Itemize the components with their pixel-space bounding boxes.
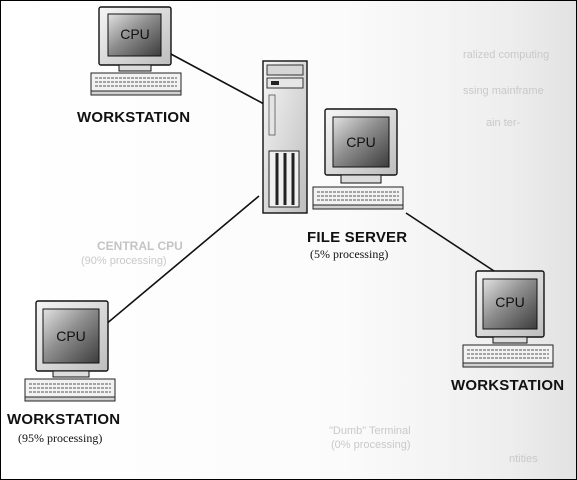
drive-bay bbox=[266, 77, 304, 89]
workstation-top: CPU bbox=[90, 6, 182, 96]
drive-bay bbox=[266, 64, 304, 76]
workstation-left-label: WORKSTATION bbox=[7, 411, 121, 428]
workstation-left: CPU bbox=[24, 300, 116, 402]
monitor-stand bbox=[118, 64, 152, 72]
monitor-stand bbox=[492, 336, 528, 344]
monitor-screen bbox=[482, 278, 538, 330]
monitor-screen bbox=[107, 13, 162, 57]
workstation-left-processing: (95% processing) bbox=[18, 431, 103, 445]
link-left-workstation bbox=[104, 195, 260, 326]
ghost-text-3: ain ter- bbox=[486, 117, 521, 129]
link-right-workstation bbox=[405, 212, 495, 272]
workstation-right: CPU bbox=[462, 270, 554, 368]
ghost-dumb-terminal: "Dumb" Terminal bbox=[329, 425, 411, 437]
workstation-right-label: WORKSTATION bbox=[451, 377, 565, 394]
monitor-screen bbox=[332, 116, 390, 168]
cpu-label: CPU bbox=[495, 294, 525, 310]
keyboard bbox=[312, 186, 404, 210]
workstation-top-label: WORKSTATION bbox=[77, 109, 191, 126]
monitor-stand bbox=[340, 174, 382, 184]
ghost-dumb-note: (0% processing) bbox=[331, 439, 411, 451]
ghost-central-cpu-note: (90% processing) bbox=[81, 255, 167, 267]
link-top-workstation bbox=[168, 52, 265, 105]
file-server-tower bbox=[262, 60, 308, 214]
monitor-stand bbox=[52, 370, 90, 378]
cpu-label: CPU bbox=[120, 26, 150, 42]
cpu-label: CPU bbox=[56, 328, 86, 344]
vent bbox=[268, 94, 276, 136]
keyboard bbox=[462, 344, 554, 368]
ghost-text-1: ralized computing bbox=[463, 49, 550, 61]
ghost-text-2: ssing mainframe bbox=[463, 85, 544, 97]
ghost-bottom-word: ntities bbox=[509, 453, 538, 465]
file-server-label: FILE SERVER bbox=[307, 229, 408, 246]
keyboard bbox=[90, 72, 182, 96]
ghost-central-cpu: CENTRAL CPU bbox=[97, 239, 183, 253]
file-server-processing: (5% processing) bbox=[310, 247, 389, 261]
monitor-screen bbox=[42, 308, 100, 364]
file-server-terminal: CPU bbox=[312, 108, 404, 210]
keyboard bbox=[24, 378, 116, 402]
drive-slot bbox=[271, 81, 279, 85]
cpu-label: CPU bbox=[346, 134, 376, 150]
